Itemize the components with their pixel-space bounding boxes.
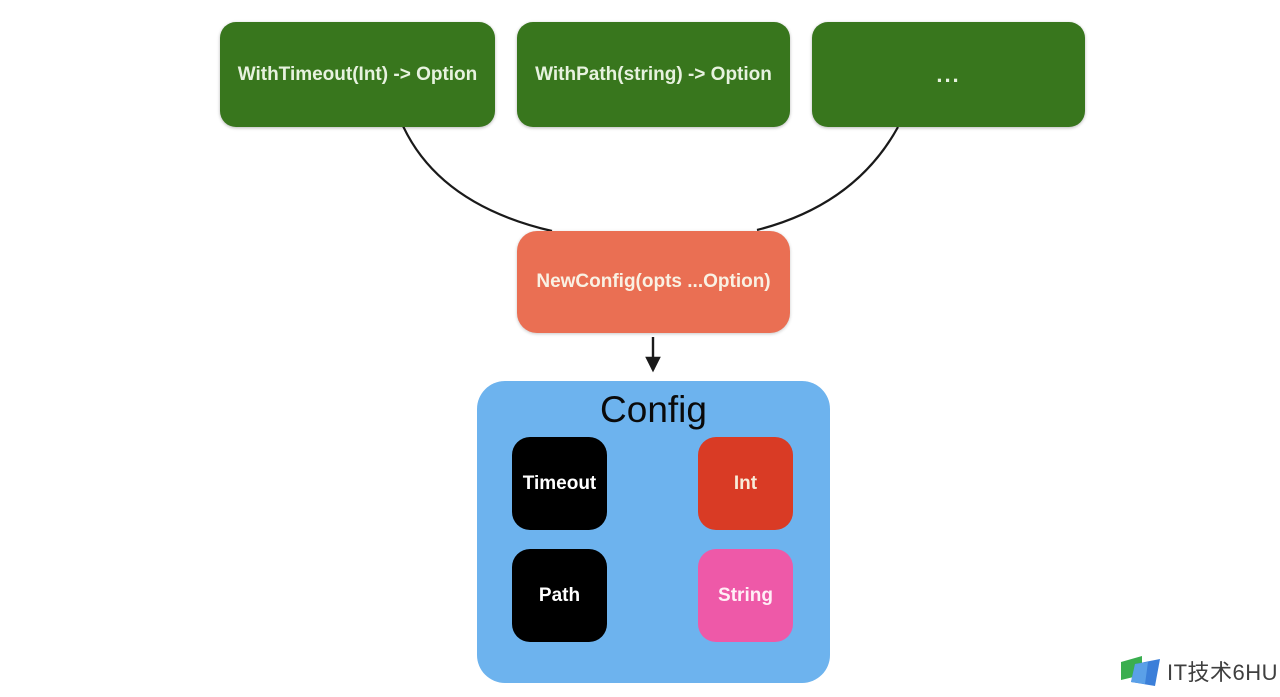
- field-box-path: Path: [512, 549, 607, 642]
- constructor-box-label: NewConfig(opts ...Option): [536, 271, 771, 292]
- type-box-string-label: String: [718, 584, 773, 606]
- config-title: Config: [600, 389, 707, 430]
- curve-right-connector: [756, 126, 899, 232]
- option-box-withtimeout: WithTimeout(Int) -> Option: [220, 22, 495, 127]
- option-box-withtimeout-label: WithTimeout(Int) -> Option: [237, 63, 478, 85]
- field-box-path-label: Path: [538, 584, 581, 606]
- type-box-int: Int: [698, 437, 793, 530]
- constructor-box: NewConfig(opts ...Option): [517, 231, 790, 333]
- watermark-text: IT技术6HU: [1167, 660, 1279, 685]
- type-box-string: String: [698, 549, 793, 642]
- option-box-more: ...: [812, 22, 1085, 127]
- option-box-withpath-label: WithPath(string) -> Option: [535, 63, 772, 85]
- field-box-timeout-label: Timeout: [522, 472, 597, 494]
- watermark-logo-icon: [1121, 656, 1160, 686]
- type-box-int-label: Int: [733, 472, 758, 494]
- curve-left-connector: [402, 125, 553, 233]
- config-container: Config Timeout Int Path String: [477, 381, 830, 683]
- field-box-timeout: Timeout: [512, 437, 607, 530]
- option-box-more-label: ...: [936, 61, 961, 87]
- option-box-withpath: WithPath(string) -> Option: [517, 22, 790, 127]
- watermark: IT技术6HU: [1120, 653, 1278, 689]
